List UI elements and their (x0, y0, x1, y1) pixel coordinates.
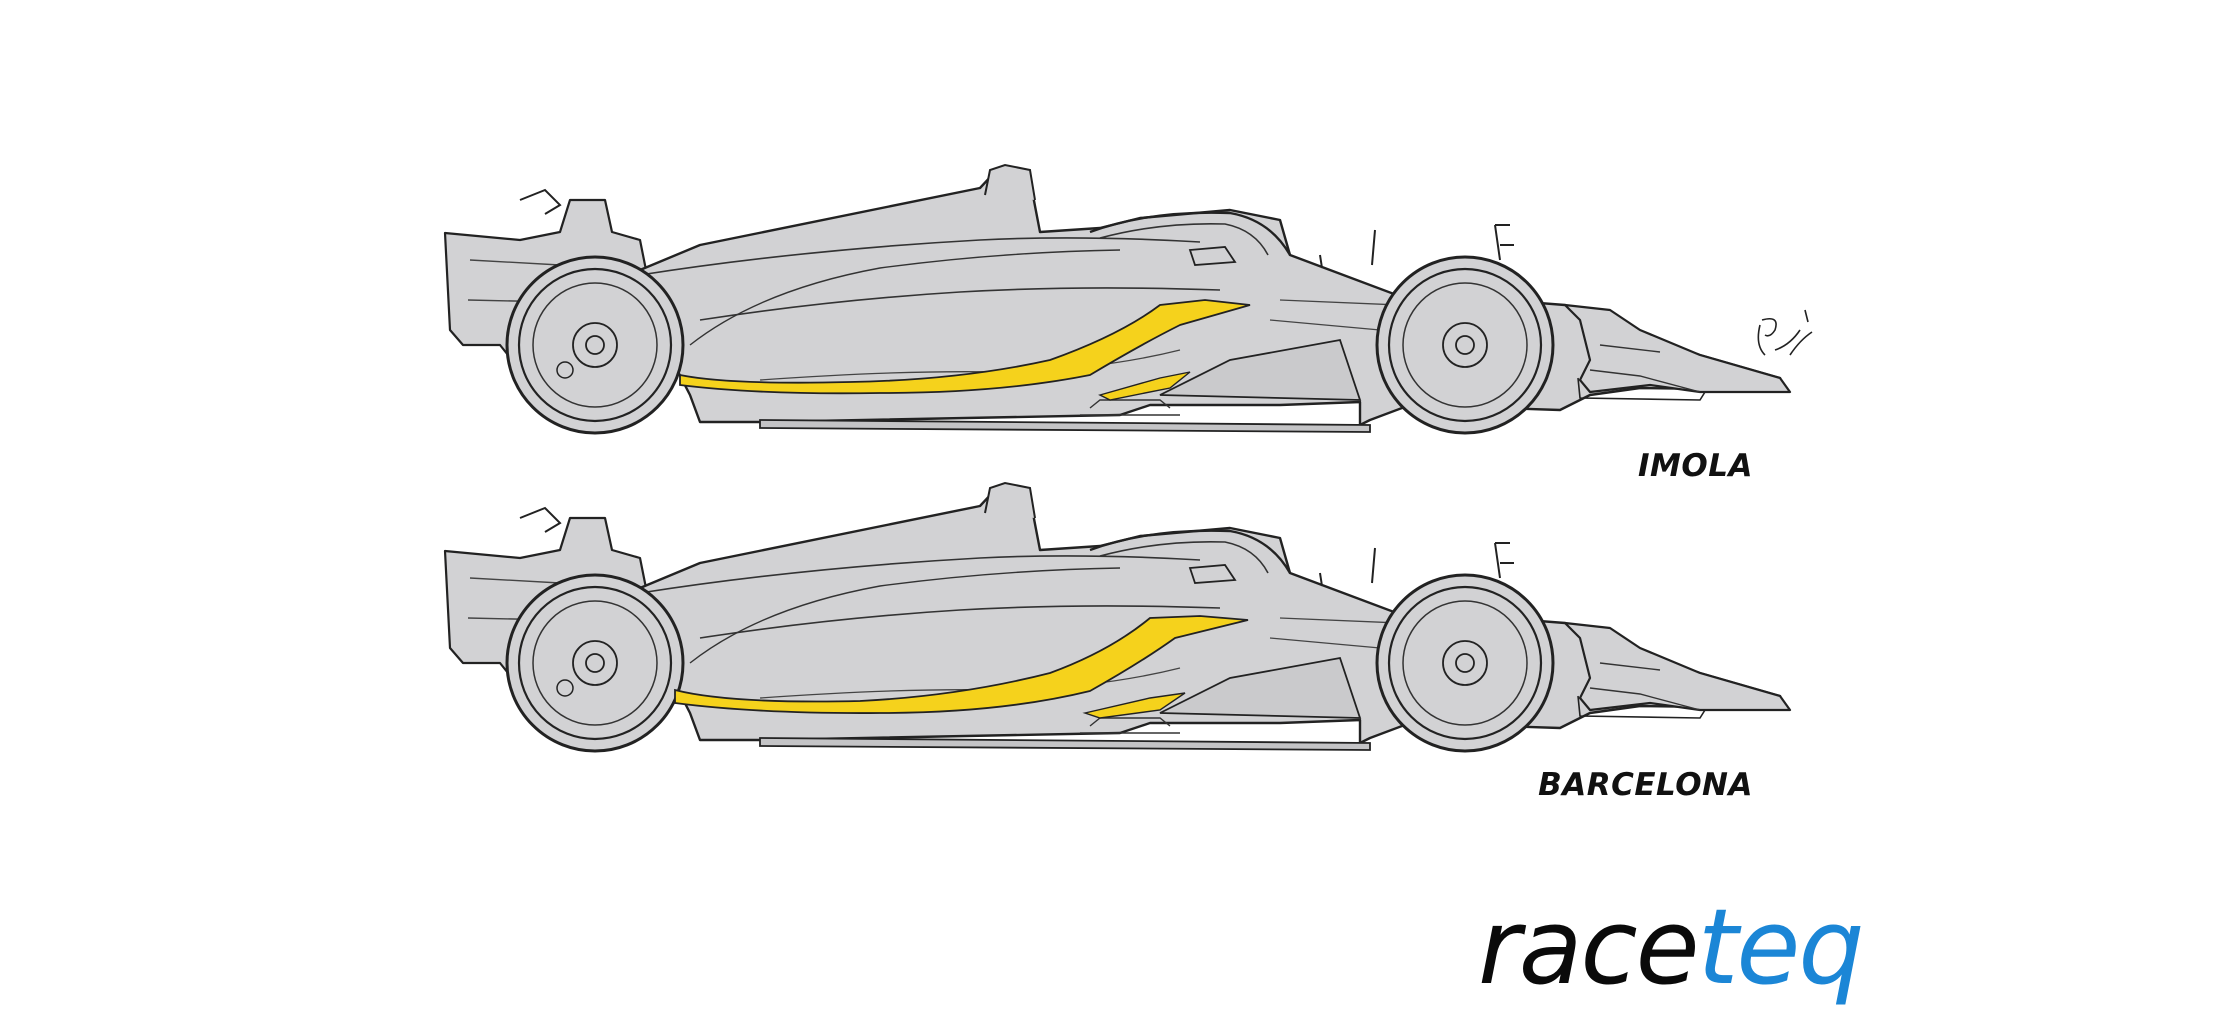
brand-logo: raceteq (1478, 895, 1864, 999)
lower-highlight-barcelona (1082, 692, 1186, 719)
car-label-barcelona: BARCELONA (1538, 767, 1753, 803)
car-imola (443, 163, 1813, 435)
brand-logo-teq: teq (1697, 886, 1865, 1008)
sidepod-highlight-imola (679, 299, 1251, 395)
brand-logo-race: race (1478, 886, 1700, 1008)
sidepod-highlight-barcelona (674, 615, 1249, 714)
lower-highlight-imola (1098, 371, 1191, 401)
car-barcelona (443, 481, 1792, 753)
signature-mark (1757, 309, 1813, 356)
car-label-imola: IMOLA (1638, 448, 1753, 484)
